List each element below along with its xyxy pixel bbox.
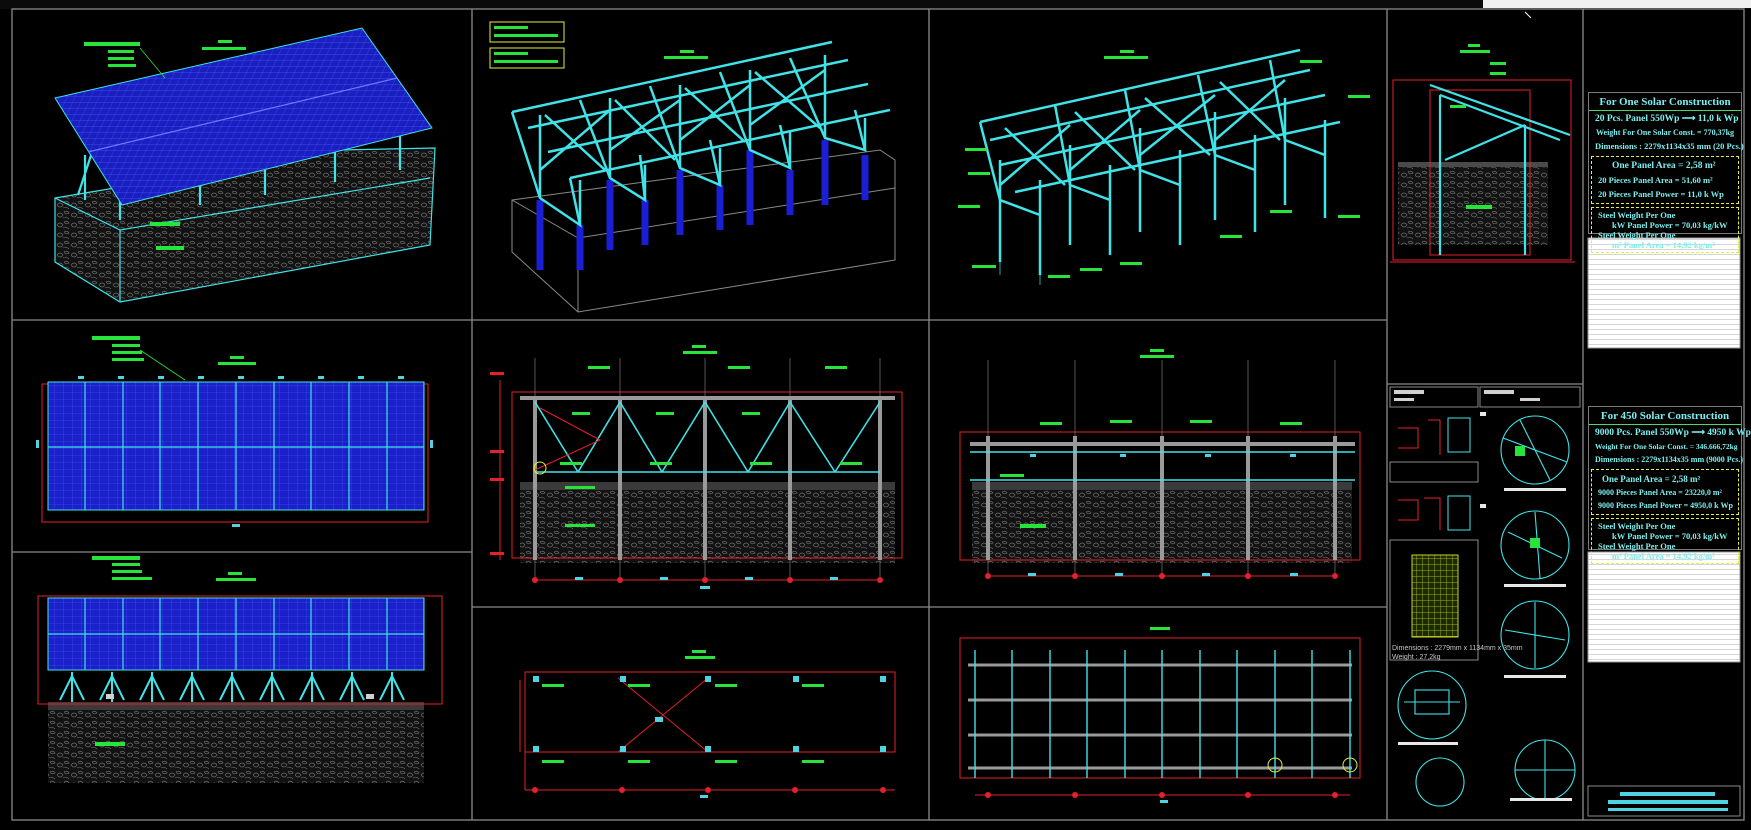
connection-details-column (1389, 386, 1581, 807)
top-right-tab (1483, 0, 1751, 8)
steel-side-elevation (959, 349, 1361, 579)
isometric-steel-frame-view (489, 21, 896, 313)
info-panel-1-weight-box: Steel Weight Per One kW Panel Power = 70… (1591, 207, 1739, 253)
info-panel-1-line5: 20 Pieces Panel Area = 51,60 m² (1598, 175, 1713, 185)
info-panel-2-weight-box: Steel Weight Per One kW Panel Power = 70… (1591, 518, 1739, 564)
info-panel-2-title: For 450 Solar Construction (1589, 407, 1741, 425)
isometric-panel-array-view (54, 27, 436, 303)
info-panel-2-line7: Steel Weight Per One (1598, 521, 1676, 531)
info-panel-2-line8: kW Panel Power = 70,03 kg/kW (1612, 531, 1728, 541)
panel-detail-caption: Dimensions : 2279mm x 1134mm x 35mm Weig… (1392, 644, 1523, 662)
info-panel-1-line7: Steel Weight Per One (1598, 210, 1676, 220)
sheet-frame (11, 8, 1745, 821)
info-panel-1-line1: 20 Pcs. Panel 550Wp ⟶ 11,0 k Wp (1595, 114, 1739, 124)
info-panel-1-line3: Dimensions : 2279x1134x35 mm (20 Pcs.) (1595, 141, 1744, 151)
front-elevation-view (37, 556, 443, 783)
info-panel-2-line9: Steel Weight Per One (1598, 541, 1676, 551)
info-panel-450-construction: For 450 Solar Construction 9000 Pcs. Pan… (1588, 406, 1751, 564)
info-panel-1-line4: One Panel Area = 2,58 m² (1612, 161, 1716, 171)
foundation-plan-view (519, 650, 896, 798)
info-panel-1-line2: Weight For One Solar Const. = 770,37kg (1595, 128, 1735, 137)
info-panel-2-line6: 9000 Pieces Panel Power = 4950,0 k Wp (1598, 501, 1733, 510)
steel-front-elevation (490, 345, 903, 589)
side-section-view (1390, 44, 1575, 263)
purlin-roof-plan-view (959, 627, 1361, 803)
material-table-1 (1587, 237, 1741, 349)
top-view-panel-layout (36, 336, 433, 527)
title-bar (0, 0, 1751, 9)
info-panel-1-line10: m² Panel Area = 14,92 kg/m² (1612, 240, 1715, 250)
info-panel-1-line6: 20 Pieces Panel Power = 11,0 k Wp (1598, 189, 1724, 199)
material-table-2 (1587, 551, 1741, 663)
info-panel-1-line8: kW Panel Power = 70,03 kg/kW (1612, 220, 1728, 230)
info-panel-1-area-box: One Panel Area = 2,58 m² 20 Pieces Panel… (1591, 156, 1739, 204)
info-panel-2-line10: m² Panel Area = 14,92 kg/m² (1612, 551, 1715, 561)
info-panel-2-line5: 9000 Pieces Panel Area = 23220,0 m² (1598, 488, 1722, 497)
info-panel-1-title: For One Solar Construction (1589, 93, 1741, 111)
isometric-steel-frame-detail-view (958, 48, 1370, 285)
info-panel-2-area-box: One Panel Area = 2,58 m² 9000 Pieces Pan… (1591, 469, 1739, 515)
info-panel-2-line2: Weight For One Solar Const. = 346.666,72… (1595, 442, 1738, 451)
info-panel-one-construction: For One Solar Construction 20 Pcs. Panel… (1588, 92, 1744, 253)
info-panel-1-line9: Steel Weight Per One (1598, 230, 1676, 240)
info-panel-2-line4: One Panel Area = 2,58 m² (1602, 474, 1701, 484)
info-panel-2-line1: 9000 Pcs. Panel 550Wp ⟶ 4950 k Wp (1595, 428, 1751, 438)
panel-dimensions-text: Dimensions : 2279mm x 1134mm x 35mm (1392, 645, 1523, 652)
info-panel-2-line3: Dimensions : 2279x1134x35 mm (9000 Pcs.) (1595, 455, 1743, 464)
panel-weight-text: Weight : 27,2kg (1392, 654, 1441, 661)
